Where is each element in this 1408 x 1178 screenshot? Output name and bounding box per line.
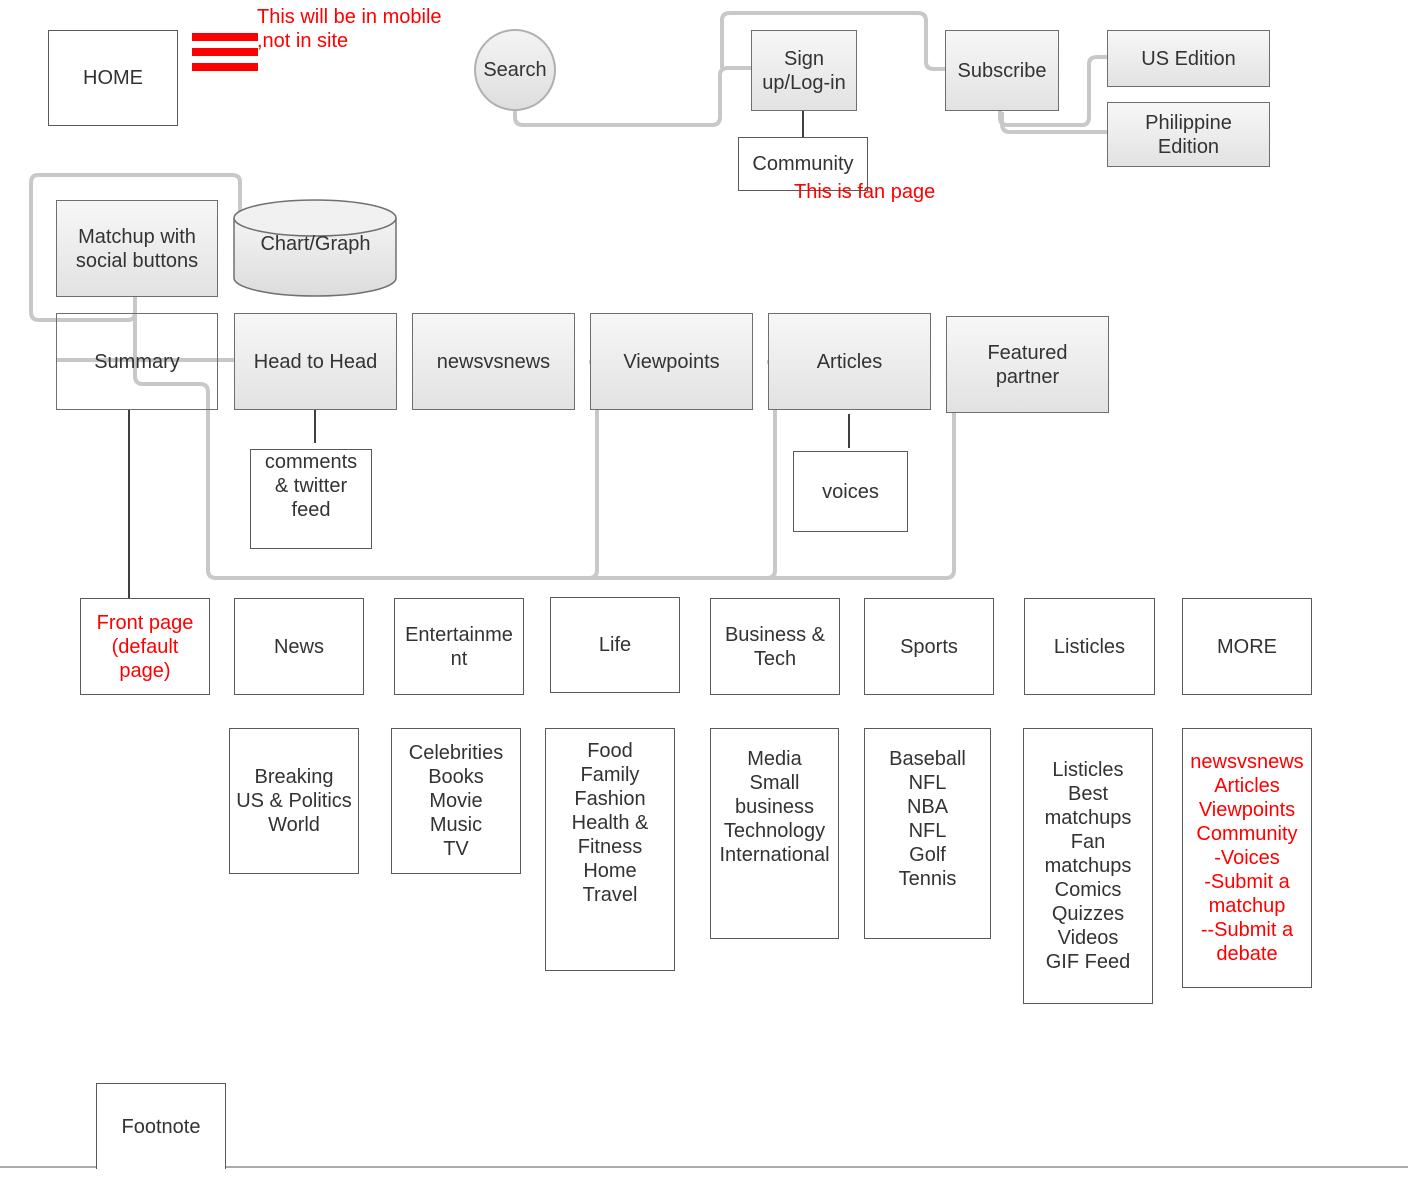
comments-twitter-label: comments & twitter feed xyxy=(264,451,358,521)
voices-label: voices xyxy=(822,480,879,503)
home-label: HOME xyxy=(83,67,143,89)
search-button[interactable]: Search xyxy=(474,29,556,111)
chart-graph-label: Chart/Graph xyxy=(260,233,371,255)
footnote-box[interactable]: Footnote xyxy=(96,1083,226,1169)
community-box[interactable]: Community xyxy=(738,137,868,191)
tab-head-to-head[interactable]: Head to Head xyxy=(234,313,397,410)
mobile-note: This will be in mobile ,not in site xyxy=(257,6,442,52)
home-box[interactable]: HOME xyxy=(48,30,178,126)
sub-listicles-items: Listicles Best matchups Fan matchups Com… xyxy=(1044,759,1132,973)
hamburger-menu-icon[interactable] xyxy=(192,33,258,78)
chart-graph-cylinder[interactable] xyxy=(232,198,399,300)
nav-front-page[interactable]: Front page (default page) xyxy=(80,598,210,695)
nav-life[interactable]: Life xyxy=(550,597,680,693)
sub-listicles[interactable]: Listicles Best matchups Fan matchups Com… xyxy=(1023,728,1153,1004)
tab-newsvsnews-label: newsvsnews xyxy=(436,350,551,373)
nav-business-tech[interactable]: Business & Tech xyxy=(710,598,840,695)
nav-life-label: Life xyxy=(598,634,632,656)
nav-more-label: MORE xyxy=(1217,635,1277,658)
nav-sports-label: Sports xyxy=(900,635,958,658)
signup-login-box[interactable]: Sign up/Log-in xyxy=(751,30,857,111)
sub-life-items: Food Family Fashion Health & Fitness Hom… xyxy=(571,740,649,906)
matchup-label: Matchup with social buttons xyxy=(75,225,199,272)
nav-sports[interactable]: Sports xyxy=(864,598,994,695)
sub-more-items: newsvsnews Articles Viewpoints Community… xyxy=(1190,751,1304,965)
tab-head-to-head-label: Head to Head xyxy=(253,350,378,373)
nav-news[interactable]: News xyxy=(234,598,364,695)
sub-entertainment-items: Celebrities Books Movie Music TV xyxy=(408,742,504,860)
sub-entertainment[interactable]: Celebrities Books Movie Music TV xyxy=(391,728,521,874)
philippine-edition-label: Philippine Edition xyxy=(1145,111,1232,158)
nav-front-page-label: Front page (default page) xyxy=(96,611,194,682)
tab-articles[interactable]: Articles xyxy=(768,313,931,410)
subscribe-label: Subscribe xyxy=(957,59,1047,82)
tab-summary-label: Summary xyxy=(94,350,180,373)
signup-label: Sign up/Log-in xyxy=(762,47,846,94)
nav-entertainment-label: Entertainme nt xyxy=(405,623,513,670)
philippine-edition-box[interactable]: Philippine Edition xyxy=(1107,102,1270,167)
tab-newsvsnews[interactable]: newsvsnews xyxy=(412,313,575,410)
footnote-label: Footnote xyxy=(121,1115,201,1138)
sub-business-tech[interactable]: Media Small business Technology Internat… xyxy=(710,728,839,939)
sub-sports[interactable]: Baseball NFL NBA NFL Golf Tennis xyxy=(864,728,991,939)
sub-sports-items: Baseball NFL NBA NFL Golf Tennis xyxy=(889,748,966,890)
tab-viewpoints[interactable]: Viewpoints xyxy=(590,313,753,410)
voices-box[interactable]: voices xyxy=(793,451,908,532)
sub-news[interactable]: Breaking US & Politics World xyxy=(229,728,359,874)
us-edition-label: US Edition xyxy=(1141,47,1236,70)
comments-twitter-box[interactable]: comments & twitter feed xyxy=(250,449,372,549)
nav-listicles-label: Listicles xyxy=(1053,635,1126,658)
search-label: Search xyxy=(483,58,547,81)
tab-summary[interactable]: Summary xyxy=(56,313,218,410)
tab-articles-label: Articles xyxy=(816,350,883,373)
tab-viewpoints-label: Viewpoints xyxy=(623,350,720,373)
connector-subscribe-ph xyxy=(1000,112,1107,134)
sub-more[interactable]: newsvsnews Articles Viewpoints Community… xyxy=(1182,728,1312,988)
nav-news-label: News xyxy=(273,635,324,658)
nav-entertainment[interactable]: Entertainme nt xyxy=(394,598,524,695)
sub-news-items: Breaking US & Politics World xyxy=(236,766,352,836)
nav-business-tech-label: Business & Tech xyxy=(724,623,826,670)
community-label: Community xyxy=(752,153,854,175)
nav-more[interactable]: MORE xyxy=(1182,598,1312,695)
sub-business-tech-items: Media Small business Technology Internat… xyxy=(719,748,830,866)
tab-featured-partner[interactable]: Featured partner xyxy=(946,316,1109,413)
nav-listicles[interactable]: Listicles xyxy=(1024,598,1155,695)
tab-featured-partner-label: Featured partner xyxy=(987,341,1068,388)
sub-life[interactable]: Food Family Fashion Health & Fitness Hom… xyxy=(545,728,675,971)
fan-page-note: This is fan page xyxy=(794,181,936,203)
matchup-box[interactable]: Matchup with social buttons xyxy=(56,200,218,297)
us-edition-box[interactable]: US Edition xyxy=(1107,30,1270,87)
subscribe-box[interactable]: Subscribe xyxy=(945,30,1059,111)
